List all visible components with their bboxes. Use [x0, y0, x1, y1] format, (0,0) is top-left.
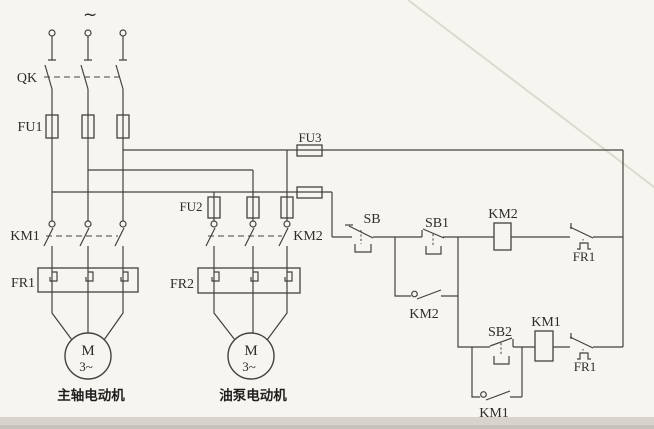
- sb-stop-button: SB: [332, 212, 422, 253]
- km1-coil-label: KM1: [531, 315, 561, 330]
- km1-coil-box: [534, 330, 554, 362]
- km1-sealin-contact: KM1: [471, 347, 523, 421]
- sb1-start-button: SB1: [421, 216, 494, 255]
- km2-coil: KM2: [488, 207, 570, 251]
- pump-motor: M 3~ 油泵电动机: [213, 293, 288, 404]
- km2-coil-box: [493, 222, 512, 251]
- pump-motor-caption: 油泵电动机: [219, 387, 287, 404]
- fu1-fuse-2: [81, 114, 95, 139]
- sb1-button-head: [425, 246, 442, 255]
- sb-button-head: [354, 244, 372, 253]
- km2-coil-label: KM2: [488, 207, 518, 222]
- source-terminal-l3: [119, 29, 127, 37]
- phase-verticals: [51, 89, 124, 221]
- spindle-loop-feed: [457, 237, 490, 348]
- km1-contacts-label: KM1: [10, 229, 40, 244]
- sb1-label: SB1: [425, 216, 449, 231]
- spindle-motor-letter: M: [81, 343, 94, 359]
- fu2-fuse-1: [207, 196, 221, 219]
- fr1-contact-top: FR1: [569, 223, 623, 264]
- qk-switch-label: QK: [17, 71, 37, 86]
- km2-contacts-label: KM2: [293, 229, 323, 244]
- pump-motor-phase: 3~: [242, 359, 256, 374]
- km2-main-contacts: KM2: [205, 220, 323, 268]
- three-phase-source: ~: [48, 5, 127, 60]
- fu2-fuse-2: [246, 196, 260, 219]
- fr2-overload-relay: FR2: [170, 267, 301, 294]
- fu3-fuse-top: [296, 144, 323, 157]
- fr1-contact-bottom-label: FR1: [574, 359, 596, 374]
- spindle-motor-circle: [64, 332, 112, 380]
- source-terminal-l1: [48, 29, 56, 37]
- fu1-fuse-1: [45, 114, 59, 139]
- pump-motor-letter: M: [244, 343, 257, 359]
- sb-label: SB: [363, 212, 380, 227]
- km2-sealin-contact: KM2: [394, 237, 458, 322]
- paper-edge-dark: [0, 425, 654, 429]
- fu1-label: FU1: [18, 120, 43, 135]
- fr1-relay-label: FR1: [11, 276, 35, 291]
- fr1-contact-bottom: FR1: [569, 333, 623, 374]
- fr1-contact-top-label: FR1: [573, 249, 595, 264]
- source-terminal-l2: [84, 29, 92, 37]
- ac-source-symbol: ~: [83, 5, 97, 25]
- fu2-fuse-group: FU2: [179, 196, 294, 219]
- fr2-relay-label: FR2: [170, 277, 194, 292]
- fr1-overload-relay: FR1: [11, 267, 139, 293]
- km1-main-contacts: KM1: [10, 220, 127, 268]
- km2-sealin-label: KM2: [409, 307, 439, 322]
- spindle-motor: M 3~ 主轴电动机: [51, 292, 125, 404]
- fu1-fuse-group: FU1: [18, 114, 130, 139]
- sb2-button-head: [493, 356, 510, 365]
- sb2-start-button: SB2: [488, 325, 535, 365]
- paper-crease: [407, 0, 654, 189]
- pump-motor-circle: [227, 332, 275, 380]
- qk-knife-switch: QK: [17, 59, 127, 90]
- km1-coil: KM1: [531, 315, 570, 362]
- fu1-fuse-3: [116, 114, 130, 139]
- fu3-label: FU3: [298, 130, 321, 145]
- sb2-label: SB2: [488, 325, 512, 340]
- fu3-fuse-group: FU3: [296, 130, 323, 199]
- fu2-label: FU2: [179, 199, 202, 214]
- distribution-wires: [52, 149, 623, 237]
- spindle-motor-phase: 3~: [79, 359, 93, 374]
- km1-sealin-label: KM1: [479, 406, 509, 421]
- fu3-fuse-bottom: [296, 186, 323, 199]
- fu2-fuse-3: [280, 196, 294, 219]
- spindle-motor-caption: 主轴电动机: [57, 387, 125, 404]
